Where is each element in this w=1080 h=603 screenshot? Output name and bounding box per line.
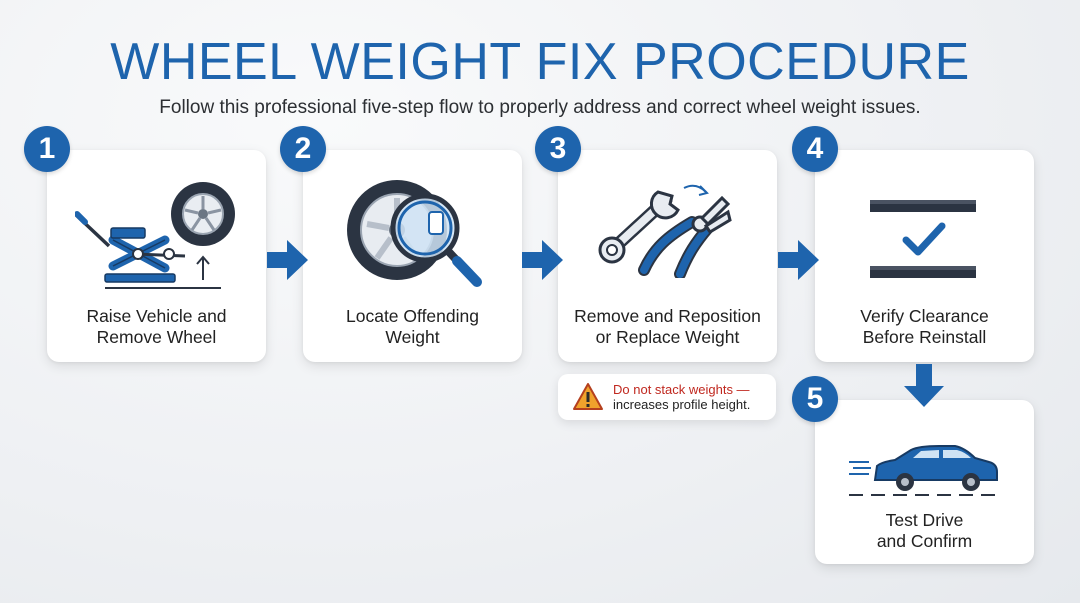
step-2-card: 2 Locate Offending Weight [280, 126, 522, 362]
wrench-pliers-icon [598, 184, 732, 278]
arrow-right-icon [778, 240, 819, 280]
car-driving-icon [849, 445, 999, 496]
warning-line2: increases profile height. [613, 397, 751, 412]
step-4-label-line1: Verify Clearance [860, 306, 989, 326]
warning-text: Do not stack weights — increases profile… [613, 382, 750, 412]
step-4-label-line2: Before Reinstall [862, 327, 987, 347]
step-2-badge: 2 [280, 126, 326, 172]
arrow-right-icon [522, 240, 563, 280]
warning-callout: Do not stack weights — increases profile… [558, 374, 776, 420]
step-5-badge: 5 [792, 376, 838, 422]
page-subtitle: Follow this professional five-step flow … [159, 97, 921, 118]
step-1-label-line1: Raise Vehicle and [86, 306, 227, 326]
step-1-card: 1 Raise Vehicle a [24, 126, 266, 362]
warning-line1: Do not stack weights — [613, 382, 750, 397]
step-5-label: Test Drive and Confirm [815, 510, 1034, 552]
warning-triangle-icon [573, 383, 603, 410]
step-1-badge: 1 [24, 126, 70, 172]
step-3-label: Remove and Reposition or Replace Weight [558, 306, 777, 348]
arrow-right-icon [267, 240, 308, 280]
jack-and-wheel-icon [75, 182, 235, 289]
step-5-card: 5 Test Drive and Confirm [792, 376, 1034, 564]
step-2-label-line2: Weight [385, 327, 440, 347]
arrow-down-icon [904, 364, 944, 407]
step-3-label-line1: Remove and Reposition [574, 306, 761, 326]
step-1-label-line2: Remove Wheel [96, 327, 217, 347]
step-5-label-line1: Test Drive [885, 510, 964, 530]
wheel-magnifier-icon [347, 180, 482, 287]
step-2-label: Locate Offending Weight [303, 306, 522, 348]
step-3-badge: 3 [535, 126, 581, 172]
step-4-card: 4 Verify Clearance Before Reinstall [792, 126, 1034, 362]
step-4-label: Verify Clearance Before Reinstall [815, 306, 1034, 348]
step-4-badge: 4 [792, 126, 838, 172]
step-3-card: 3 Remove and Reposition or Replace Weigh… [535, 126, 777, 362]
clearance-check-icon [870, 200, 976, 278]
step-1-label: Raise Vehicle and Remove Wheel [47, 306, 266, 348]
step-5-label-line2: and Confirm [876, 531, 973, 551]
step-3-label-line2: or Replace Weight [595, 327, 740, 347]
step-2-label-line1: Locate Offending [346, 306, 479, 326]
page-title: WHEEL WEIGHT FIX PROCEDURE [110, 33, 970, 91]
